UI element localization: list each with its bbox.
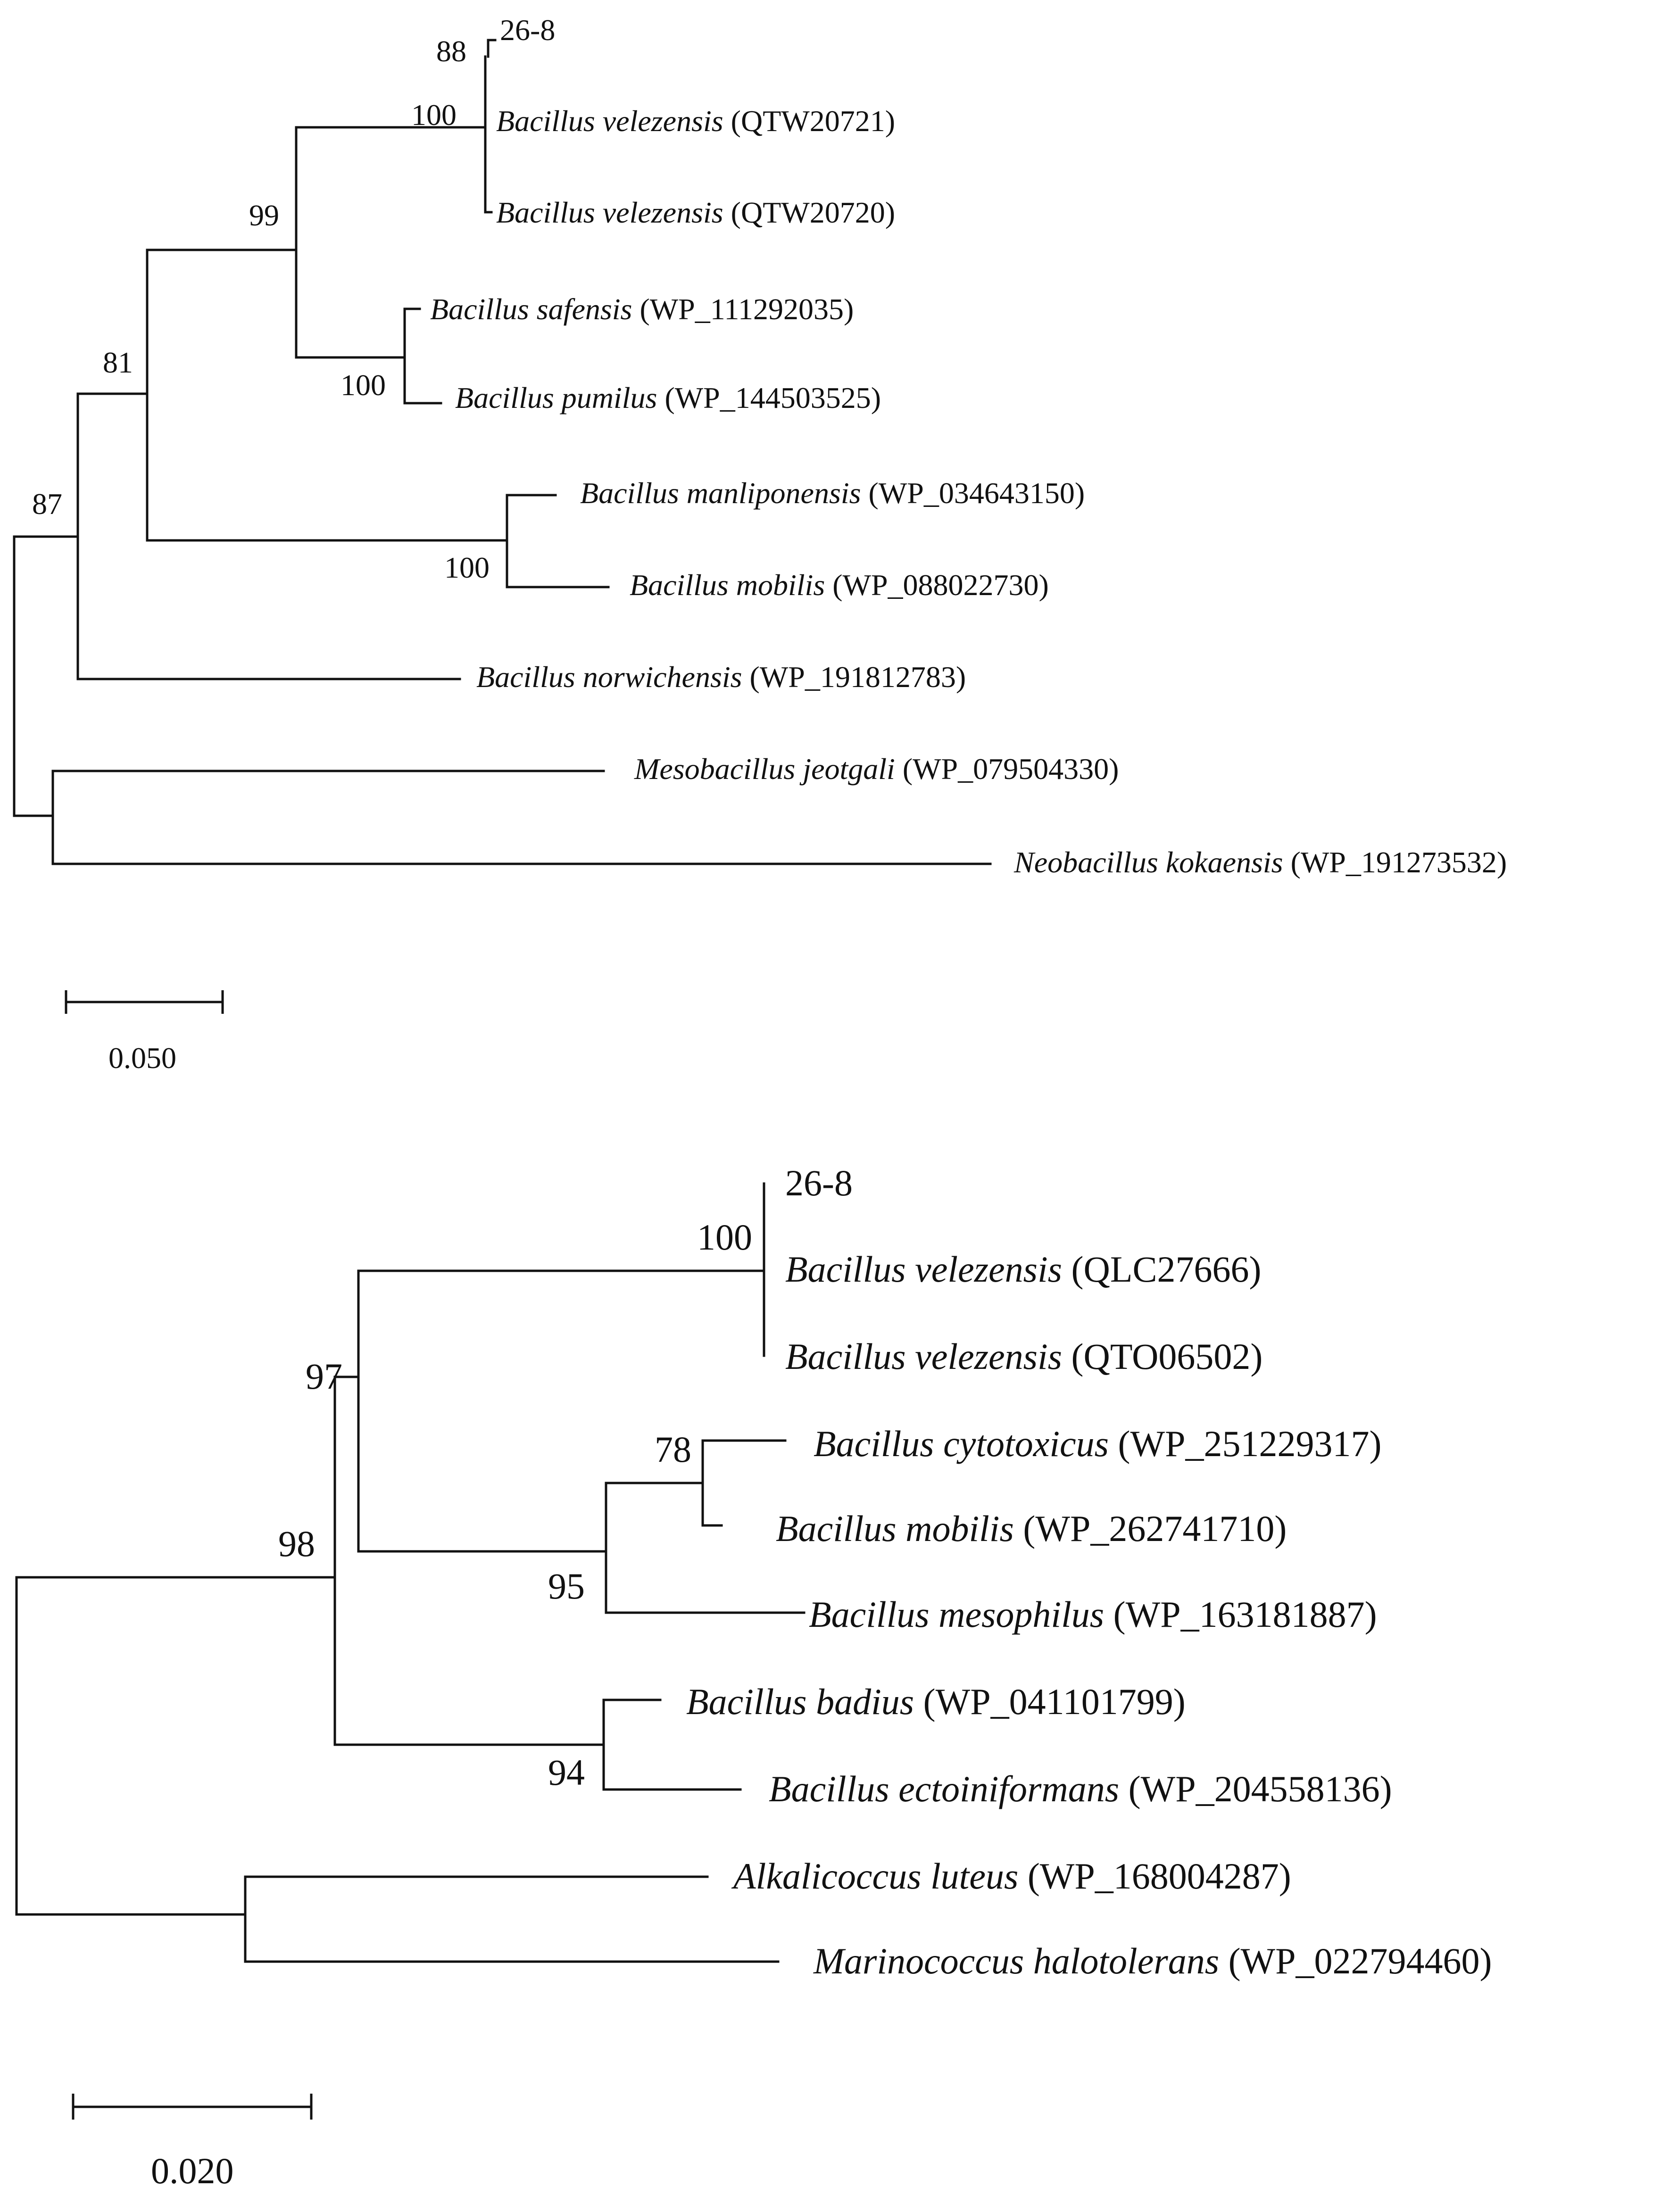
leaf-label: Bacillus velezensis (QLC27666) xyxy=(785,1249,1261,1290)
leaf-label: Bacillus manliponensis (WP_034643150) xyxy=(580,476,1085,510)
leaf-label: Bacillus mobilis (WP_262741710) xyxy=(776,1508,1287,1549)
branch xyxy=(484,39,490,214)
branch xyxy=(13,535,79,817)
tree-1: 26-8 Bacillus velezensis (QTW20721) Baci… xyxy=(13,13,1507,1075)
tree-1-scale-bar: 0.050 xyxy=(65,990,224,1075)
tree-2-leaf-labels: 26-8 Bacillus velezensis (QLC27666) Baci… xyxy=(686,1162,1492,1981)
bootstrap-value: 99 xyxy=(249,199,279,232)
branch xyxy=(76,392,461,680)
leaf-label: Bacillus mesophilus (WP_163181887) xyxy=(809,1594,1377,1635)
leaf-label: Bacillus cytotoxicus (WP_251229317) xyxy=(814,1423,1381,1464)
tree-1-branches xyxy=(13,39,992,865)
branch xyxy=(357,1182,765,1357)
scale-bar-line xyxy=(65,990,224,1014)
branch xyxy=(295,126,487,359)
branch xyxy=(15,1576,336,1916)
bootstrap-value: 100 xyxy=(444,551,490,584)
tree-1-leaf-labels: 26-8 Bacillus velezensis (QTW20721) Baci… xyxy=(430,13,1507,879)
leaf-label: Bacillus badius (WP_041101799) xyxy=(686,1681,1186,1722)
branch xyxy=(605,1482,806,1614)
branch xyxy=(13,770,992,865)
leaf-label: Alkalicoccus luteus (WP_168004287) xyxy=(731,1856,1291,1897)
leaf-label: Bacillus mobilis (WP_088022730) xyxy=(630,568,1049,602)
bootstrap-value: 95 xyxy=(548,1566,585,1607)
scale-bar-label: 0.050 xyxy=(108,1041,176,1075)
leaf-label: Bacillus ectoiniformans (WP_204558136) xyxy=(769,1768,1392,1809)
tree-2: 26-8 Bacillus velezensis (QLC27666) Baci… xyxy=(15,1162,1492,2191)
bootstrap-value: 81 xyxy=(103,346,133,379)
scale-bar-line xyxy=(72,2094,313,2120)
leaf-label: 26-8 xyxy=(500,13,555,47)
branch xyxy=(146,249,298,542)
branch xyxy=(333,1375,605,1746)
bootstrap-value: 100 xyxy=(697,1217,752,1258)
bootstrap-value: 100 xyxy=(411,98,457,132)
bootstrap-value: 98 xyxy=(278,1523,315,1564)
leaf-label: Mesobacillus jeotgali (WP_079504330) xyxy=(634,752,1119,786)
leaf-label: Neobacillus kokaensis (WP_191273532) xyxy=(1013,845,1507,879)
leaf-label: Bacillus velezensis (QTW20720) xyxy=(496,196,895,229)
leaf-label: Bacillus velezensis (QTO06502) xyxy=(785,1336,1262,1377)
branch xyxy=(357,1269,607,1553)
bootstrap-value: 97 xyxy=(306,1356,342,1397)
leaf-label: 26-8 xyxy=(785,1162,853,1203)
branch xyxy=(403,307,442,405)
leaf-label: Bacillus norwichensis (WP_191812783) xyxy=(476,660,966,694)
leaf-label: Bacillus safensis (WP_111292035) xyxy=(430,292,854,326)
bootstrap-value: 94 xyxy=(548,1752,585,1793)
tree-1-bootstrap-values: 88 100 99 100 81 100 87 xyxy=(32,34,490,584)
leaf-label: Marinococcus halotolerans (WP_022794460) xyxy=(813,1940,1492,1981)
scale-bar-label: 0.020 xyxy=(151,2150,234,2191)
branch xyxy=(701,1439,787,1527)
tree-2-bootstrap-values: 100 97 78 95 98 94 xyxy=(278,1217,752,1793)
leaf-label: Bacillus pumilus (WP_144503525) xyxy=(455,381,881,414)
leaf-label: Bacillus velezensis (QTW20721) xyxy=(496,104,895,138)
branch xyxy=(15,1875,780,1963)
tree-2-branches xyxy=(15,1182,806,1963)
bootstrap-value: 87 xyxy=(32,487,62,521)
bootstrap-value: 100 xyxy=(341,368,386,402)
bootstrap-value: 88 xyxy=(436,34,466,68)
bootstrap-value: 78 xyxy=(655,1429,691,1470)
tree-2-scale-bar: 0.020 xyxy=(72,2094,313,2191)
